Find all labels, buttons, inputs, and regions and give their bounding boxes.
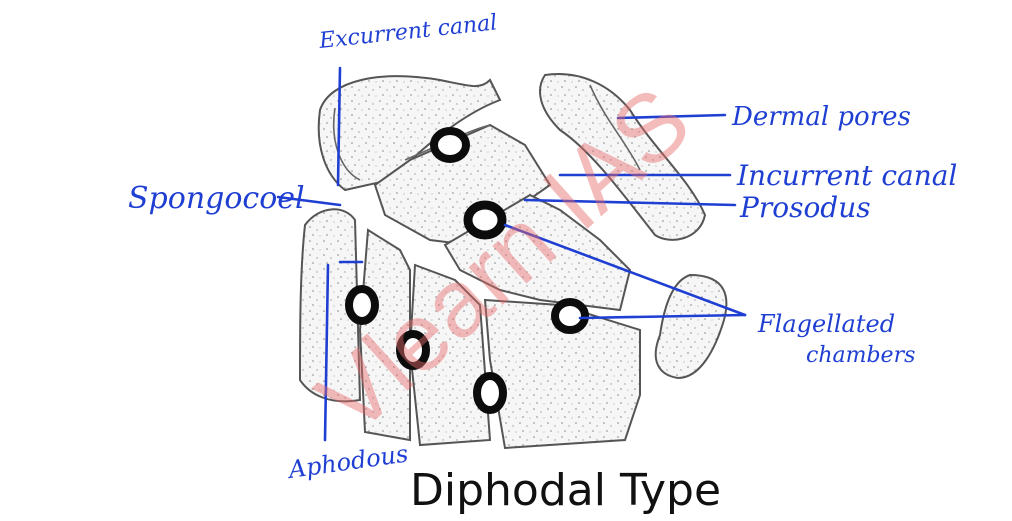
label-aphodous: Aphodous xyxy=(285,439,410,484)
label-excurrent-canal: Excurrent canal xyxy=(317,10,498,54)
right-tissue-fragment xyxy=(654,273,728,380)
chamber-center xyxy=(463,200,507,240)
aphodus-cell-1 xyxy=(358,228,411,442)
label-incurrent-canal: Incurrent canal xyxy=(736,159,957,192)
chamber-left xyxy=(345,285,379,325)
sponge-tissue xyxy=(298,73,728,450)
chamber-bottom xyxy=(473,372,507,414)
label-prosodus: Prosodus xyxy=(739,191,871,224)
label-spongocoel: Spongocoel xyxy=(128,181,305,216)
chamber-right xyxy=(551,298,589,334)
upper-left-tissue xyxy=(317,75,502,192)
label-flagellated: Flagellated xyxy=(757,310,895,338)
chamber-mid-left xyxy=(396,330,430,370)
upper-right-tissue xyxy=(539,73,707,241)
diagram-title: Diphodal Type xyxy=(410,465,721,516)
spongocoel-wall xyxy=(298,208,362,403)
label-dermal-pores: Dermal pores xyxy=(731,102,911,132)
leader-lines xyxy=(276,66,747,442)
flagellated-chambers xyxy=(345,127,589,414)
label-chambers: chambers xyxy=(806,343,915,368)
chamber-top xyxy=(430,127,470,163)
